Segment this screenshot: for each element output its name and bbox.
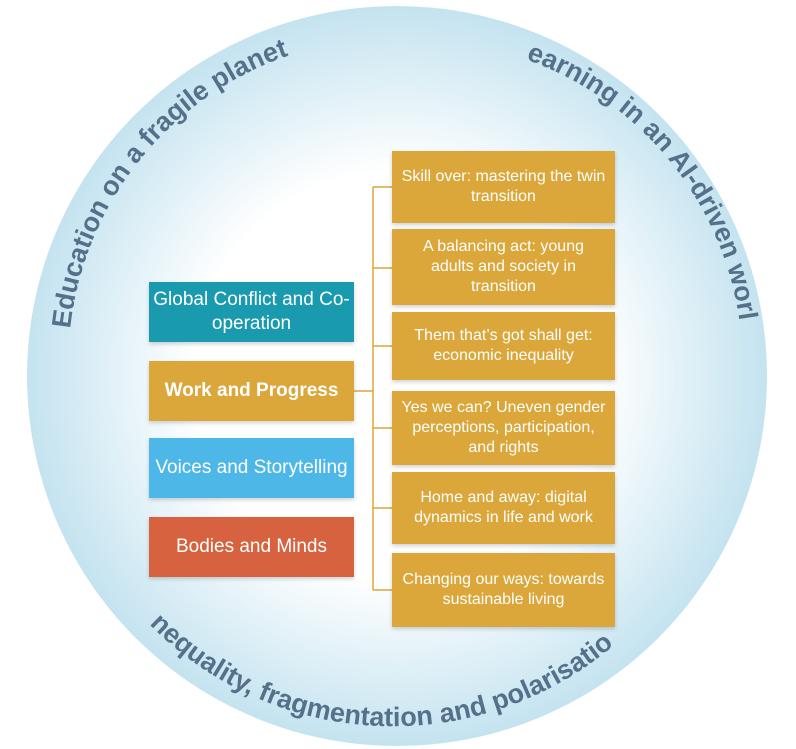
theme-bodies-minds: Bodies and Minds <box>149 517 354 577</box>
subtopic-economic-inequality: Them that’s got shall get: economic ineq… <box>392 312 615 380</box>
subtopic-digital-dynamics: Home and away: digital dynamics in life … <box>392 472 615 544</box>
connector-lines <box>354 186 392 591</box>
subtopic-gender-perceptions: Yes we can? Uneven gender perceptions, p… <box>392 391 615 465</box>
subtopic-skill-over: Skill over: mastering the twin transitio… <box>392 151 615 223</box>
theme-work-and-progress: Work and Progress <box>149 361 354 421</box>
subtopic-balancing-act: A balancing act: young adults and societ… <box>392 229 615 305</box>
theme-global-conflict: Global Conflict and Co-operation <box>149 282 354 342</box>
theme-voices-storytelling: Voices and Storytelling <box>149 438 354 498</box>
subtopic-sustainable-living: Changing our ways: towards sustainable l… <box>392 553 615 627</box>
